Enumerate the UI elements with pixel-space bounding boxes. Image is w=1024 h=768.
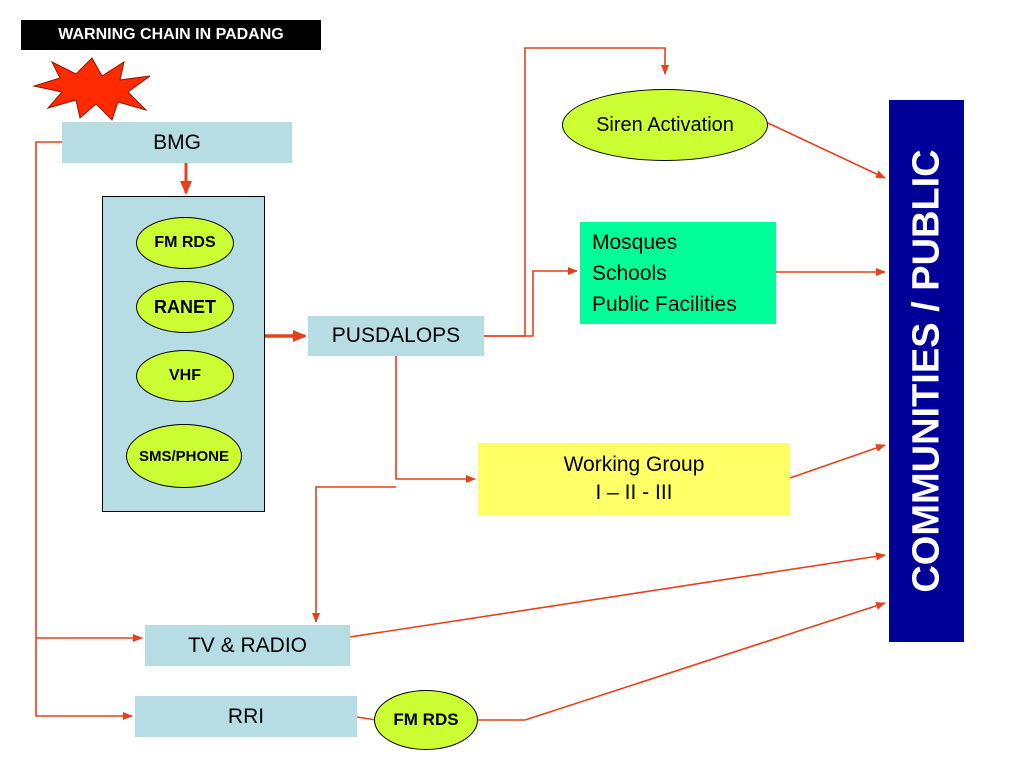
- node-bmg: BMG: [62, 122, 292, 163]
- node-fm-rds-rri: FM RDS: [374, 690, 478, 750]
- starburst-icon: [32, 57, 151, 121]
- page-title: WARNING CHAIN IN PADANG: [21, 20, 321, 50]
- connector-bmg-left-bracket: [35, 141, 133, 720]
- working-group-levels: I – II - III: [595, 481, 673, 504]
- node-siren-activation: Siren Activation: [562, 89, 768, 161]
- arrow-pusdalops-to-working-group: [395, 356, 476, 483]
- arrow-pusdalops-to-mosques: [484, 267, 578, 337]
- node-fm-rds: FM RDS: [136, 217, 234, 269]
- node-pusdalops: PUSDALOPS: [308, 316, 484, 356]
- communities-label: COMMUNITIES / PUBLIC: [905, 149, 947, 593]
- schools-line: Schools: [592, 261, 667, 285]
- node-working-group: Working Group I – II - III: [478, 443, 790, 515]
- node-communities-public: COMMUNITIES / PUBLIC: [889, 100, 964, 642]
- node-rri: RRI: [135, 696, 357, 737]
- working-group-title: Working Group: [563, 453, 705, 476]
- node-vhf: VHF: [136, 350, 234, 402]
- node-mosques-schools: Mosques Schools Public Facilities: [580, 222, 776, 324]
- node-tv-radio: TV & RADIO: [145, 625, 350, 666]
- arrow-pusdalops-to-tv-radio: [312, 486, 396, 623]
- arrow-working-group-to-public: [789, 444, 886, 479]
- arrow-fm-rds-to-public: [478, 601, 886, 721]
- public-facilities-line: Public Facilities: [592, 292, 737, 316]
- node-sms-phone: SMS/PHONE: [126, 424, 242, 488]
- arrow-siren-to-public: [767, 122, 886, 179]
- node-ranet: RANET: [136, 281, 234, 333]
- connector-rri-to-fm-rds: [356, 716, 377, 721]
- mosques-line: Mosques: [592, 230, 678, 254]
- arrow-tv-radio-to-public: [349, 552, 886, 638]
